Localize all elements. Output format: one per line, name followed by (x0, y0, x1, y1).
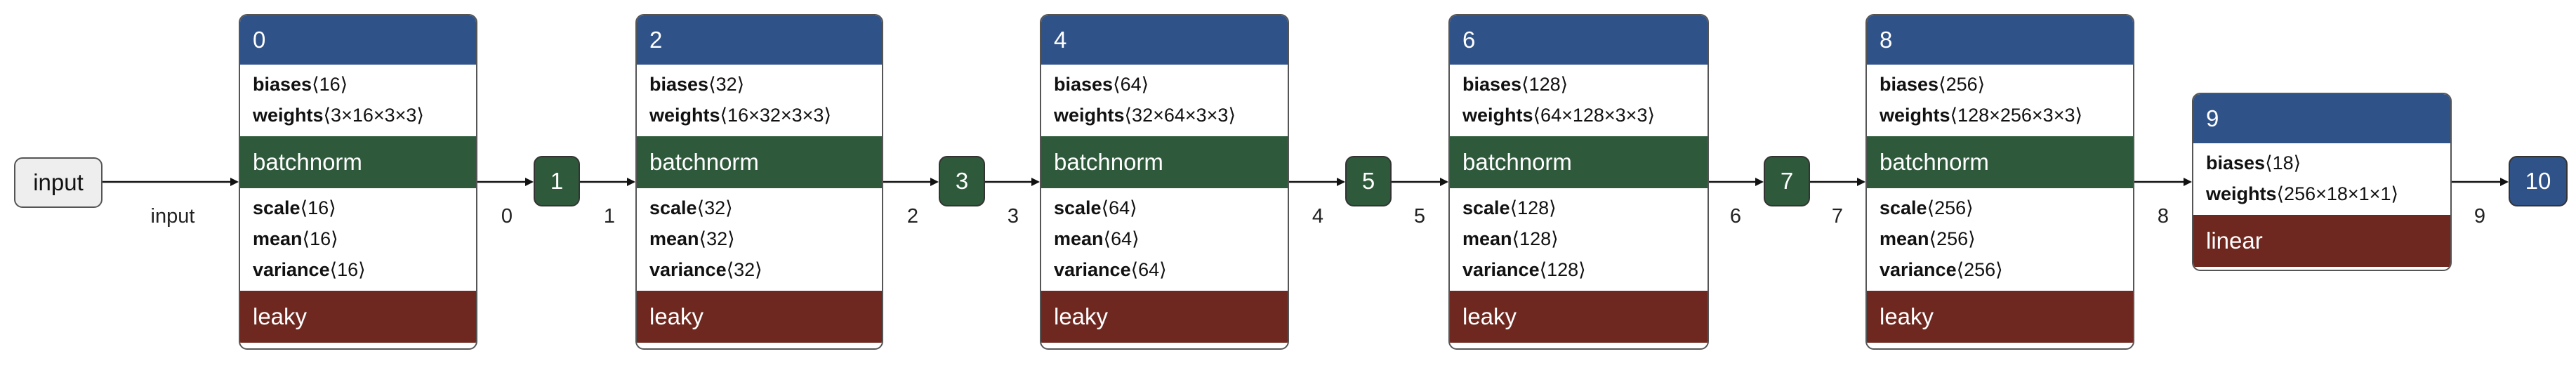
param-variance: variance⟨256⟩ (1880, 259, 2003, 280)
norm-params: scale⟨256⟩ mean⟨256⟩ variance⟨256⟩ (1867, 188, 2133, 291)
param-weights: weights⟨256×18×1×1⟩ (2206, 183, 2398, 204)
edge-label-8: 8 (2157, 205, 2169, 228)
param-weights: weights⟨64×128×3×3⟩ (1462, 105, 1655, 126)
mid-node-label: 3 (955, 168, 969, 194)
layer-params: biases⟨16⟩ weights⟨3×16×3×3⟩ (240, 65, 476, 136)
input-node[interactable]: input (14, 157, 103, 208)
param-weights: weights⟨3×16×3×3⟩ (253, 105, 424, 126)
param-biases: biases⟨128⟩ (1462, 74, 1568, 95)
edge-label-7: 7 (1831, 205, 1844, 228)
param-biases: biases⟨32⟩ (649, 74, 745, 95)
activation-band: linear (2193, 215, 2450, 267)
layer-header: 2 (637, 15, 882, 65)
param-weights: weights⟨16×32×3×3⟩ (649, 105, 831, 126)
param-variance: variance⟨32⟩ (649, 259, 762, 280)
param-scale: scale⟨64⟩ (1054, 197, 1137, 218)
norm-params: scale⟨32⟩ mean⟨32⟩ variance⟨32⟩ (637, 188, 882, 291)
activation-band: leaky (1041, 291, 1288, 343)
param-mean: mean⟨64⟩ (1054, 228, 1140, 249)
param-biases: biases⟨256⟩ (1880, 74, 1986, 95)
input-node-label: input (33, 169, 84, 195)
output-node-label: 10 (2525, 168, 2551, 194)
mid-node-1[interactable]: 1 (534, 156, 580, 206)
edge-label-5: 5 (1413, 205, 1426, 228)
layer-header: 4 (1041, 15, 1288, 65)
batchnorm-band: batchnorm (1867, 136, 2133, 188)
layer-node-4[interactable]: 4 biases⟨64⟩ weights⟨32×64×3×3⟩ batchnor… (1040, 14, 1289, 350)
param-biases: biases⟨18⟩ (2206, 152, 2301, 173)
output-node[interactable]: 10 (2509, 156, 2568, 206)
param-weights: weights⟨128×256×3×3⟩ (1880, 105, 2083, 126)
param-scale: scale⟨256⟩ (1880, 197, 1974, 218)
layer-node-8[interactable]: 8 biases⟨256⟩ weights⟨128×256×3×3⟩ batch… (1865, 14, 2134, 350)
norm-params: scale⟨128⟩ mean⟨128⟩ variance⟨128⟩ (1450, 188, 1708, 291)
param-weights: weights⟨32×64×3×3⟩ (1054, 105, 1236, 126)
edge-label-3: 3 (1007, 205, 1019, 228)
layer-params: biases⟨256⟩ weights⟨128×256×3×3⟩ (1867, 65, 2133, 136)
layer-node-9[interactable]: 9 biases⟨18⟩ weights⟨256×18×1×1⟩ linear (2192, 93, 2452, 271)
mid-node-label: 1 (550, 168, 564, 194)
mid-node-3[interactable]: 3 (939, 156, 985, 206)
batchnorm-band: batchnorm (637, 136, 882, 188)
edge-label-1: 1 (603, 205, 616, 228)
edge-label-4: 4 (1312, 205, 1324, 228)
norm-params: scale⟨64⟩ mean⟨64⟩ variance⟨64⟩ (1041, 188, 1288, 291)
param-mean: mean⟨16⟩ (253, 228, 338, 249)
layer-header: 0 (240, 15, 476, 65)
mid-node-5[interactable]: 5 (1345, 156, 1392, 206)
layer-node-6[interactable]: 6 biases⟨128⟩ weights⟨64×128×3×3⟩ batchn… (1448, 14, 1709, 350)
param-mean: mean⟨128⟩ (1462, 228, 1559, 249)
batchnorm-band: batchnorm (1450, 136, 1708, 188)
layer-params: biases⟨128⟩ weights⟨64×128×3×3⟩ (1450, 65, 1708, 136)
edge-label-2: 2 (906, 205, 919, 228)
batchnorm-band: batchnorm (240, 136, 476, 188)
param-scale: scale⟨128⟩ (1462, 197, 1557, 218)
layer-params: biases⟨18⟩ weights⟨256×18×1×1⟩ (2193, 143, 2450, 215)
edge-label-9: 9 (2473, 205, 2486, 228)
norm-params: scale⟨16⟩ mean⟨16⟩ variance⟨16⟩ (240, 188, 476, 291)
param-scale: scale⟨16⟩ (253, 197, 336, 218)
layer-params: biases⟨64⟩ weights⟨32×64×3×3⟩ (1041, 65, 1288, 136)
batchnorm-band: batchnorm (1041, 136, 1288, 188)
edge-label-input: input (150, 205, 195, 228)
param-scale: scale⟨32⟩ (649, 197, 733, 218)
activation-band: leaky (637, 291, 882, 343)
edge-label-0: 0 (501, 205, 513, 228)
param-variance: variance⟨64⟩ (1054, 259, 1167, 280)
param-biases: biases⟨16⟩ (253, 74, 348, 95)
mid-node-label: 5 (1361, 168, 1375, 194)
edge-label-6: 6 (1729, 205, 1742, 228)
param-mean: mean⟨32⟩ (649, 228, 735, 249)
layer-header: 8 (1867, 15, 2133, 65)
activation-band: leaky (1867, 291, 2133, 343)
layer-params: biases⟨32⟩ weights⟨16×32×3×3⟩ (637, 65, 882, 136)
activation-band: leaky (1450, 291, 1708, 343)
mid-node-7[interactable]: 7 (1764, 156, 1810, 206)
param-variance: variance⟨16⟩ (253, 259, 366, 280)
mid-node-label: 7 (1780, 168, 1794, 194)
activation-band: leaky (240, 291, 476, 343)
layer-node-2[interactable]: 2 biases⟨32⟩ weights⟨16×32×3×3⟩ batchnor… (635, 14, 883, 350)
param-mean: mean⟨256⟩ (1880, 228, 1976, 249)
layer-header: 9 (2193, 94, 2450, 143)
param-biases: biases⟨64⟩ (1054, 74, 1149, 95)
layer-node-0[interactable]: 0 biases⟨16⟩ weights⟨3×16×3×3⟩ batchnorm… (239, 14, 477, 350)
param-variance: variance⟨128⟩ (1462, 259, 1586, 280)
layer-header: 6 (1450, 15, 1708, 65)
